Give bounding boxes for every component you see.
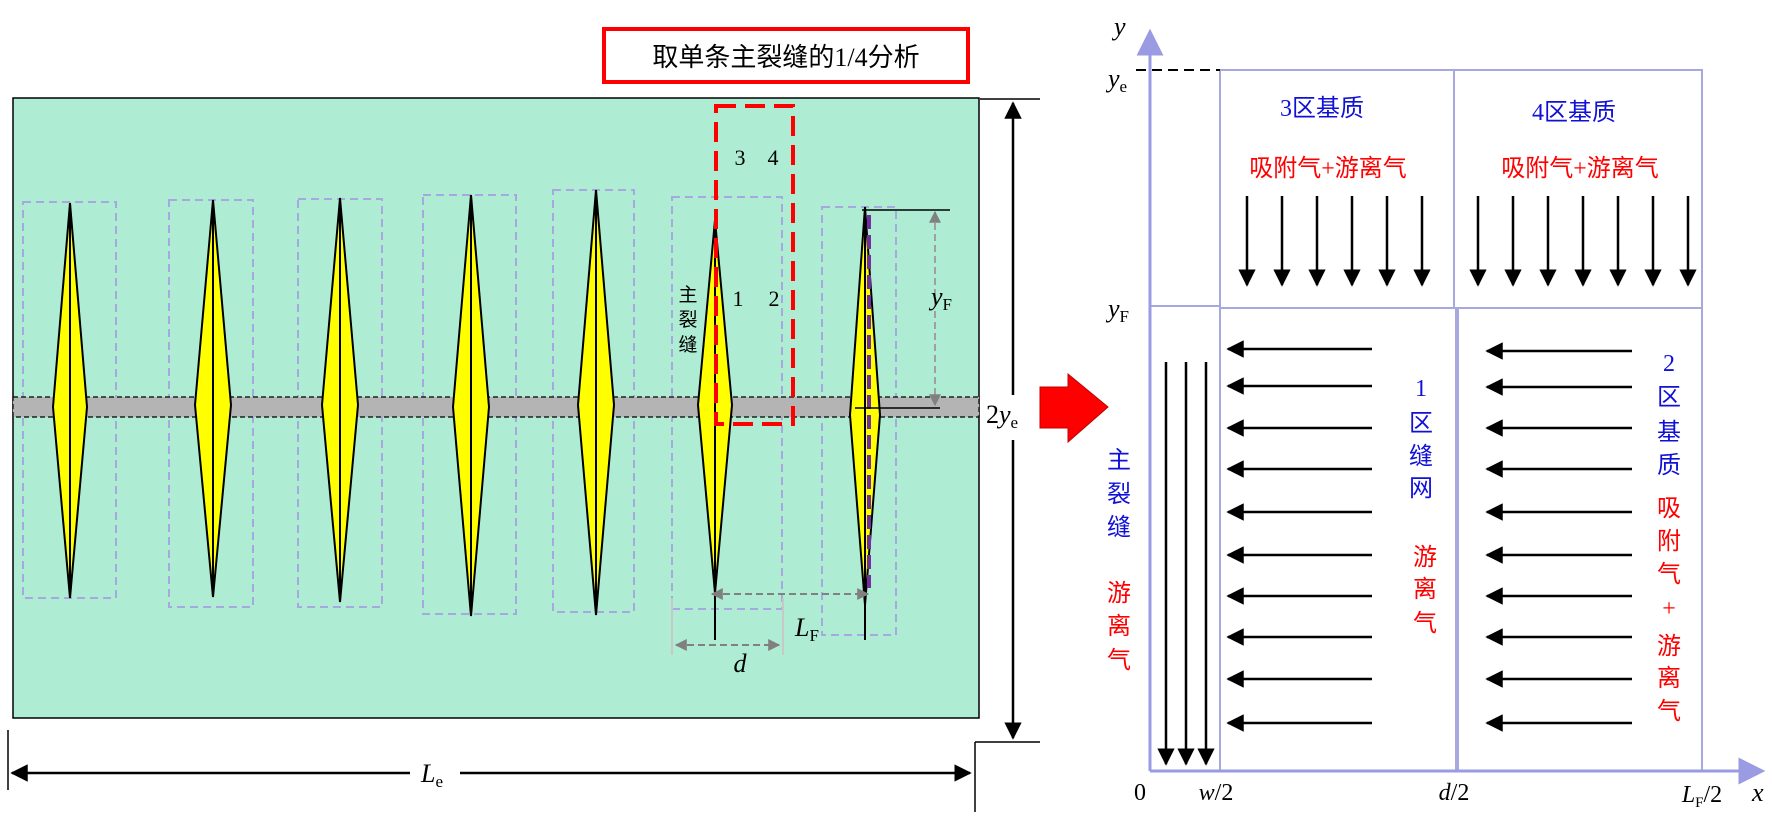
zone2-gas: 吸 附 气 + 游 离 气 <box>1657 496 1681 725</box>
fracture-4 <box>451 194 491 617</box>
svg-text:裂: 裂 <box>1107 481 1131 508</box>
zone3-flow-arrows <box>1238 196 1431 287</box>
fracture-5 <box>576 189 616 616</box>
Le-label: Le <box>420 759 443 791</box>
LF-label: LF <box>794 613 819 645</box>
zone2-title: 2 区 基 质 <box>1657 351 1681 479</box>
svg-text:气: 气 <box>1657 561 1681 588</box>
svg-text:裂: 裂 <box>678 309 697 331</box>
svg-text:网: 网 <box>1409 476 1433 502</box>
zone4-gas: 吸附气+游离气 <box>1501 155 1659 182</box>
quarter-label-2: 2 <box>769 286 780 311</box>
tick-d2: d/2 <box>1439 780 1470 806</box>
fracture-3 <box>320 197 360 603</box>
annotation-box <box>602 27 970 84</box>
tick-origin: 0 <box>1134 780 1146 806</box>
svg-text:气: 气 <box>1657 698 1681 725</box>
fractures <box>51 189 882 640</box>
wellbore <box>12 396 980 418</box>
svg-text:基: 基 <box>1657 419 1681 446</box>
svg-text:区: 区 <box>1409 411 1433 437</box>
main-fracture-flow-arrows <box>1157 362 1215 766</box>
stimulated-region-7 <box>821 206 897 636</box>
svg-text:质: 质 <box>1657 452 1681 479</box>
svg-text:缝: 缝 <box>1409 443 1433 470</box>
svg-text:缝: 缝 <box>1107 514 1131 541</box>
main-fracture-gas: 游 离 气 <box>1107 580 1131 674</box>
ye-label: 2ye <box>986 400 1018 432</box>
left-panel: 取单条主裂缝的1/4分析 <box>7 27 1040 812</box>
zone3-title: 3区基质 <box>1280 95 1364 122</box>
svg-text:主: 主 <box>1107 447 1131 474</box>
zone4-flow-arrows <box>1469 196 1697 287</box>
zone1-title: 1 区 缝 网 <box>1409 376 1433 502</box>
zone2-flow-arrows <box>1485 342 1632 732</box>
main-fracture-title: 主 裂 缝 <box>1107 447 1131 541</box>
svg-text:离: 离 <box>1657 665 1681 692</box>
quarter-label-3: 3 <box>735 145 746 170</box>
svg-text:游: 游 <box>1657 633 1681 660</box>
right-panel: y x ye yF 0 w/2 d/2 LF/2 3区基质 吸附气+游离气 4区… <box>1105 12 1766 811</box>
yF-label: yF <box>928 282 952 314</box>
svg-text:+: + <box>1662 596 1676 622</box>
zone1-flow-arrows <box>1226 340 1372 732</box>
svg-text:游: 游 <box>1413 544 1437 571</box>
fracture-1 <box>51 202 89 599</box>
fracture-7 <box>848 206 882 640</box>
axis-x-label: x <box>1751 778 1764 807</box>
annotation-text: 取单条主裂缝的1/4分析 <box>652 43 919 72</box>
tick-w2: w/2 <box>1199 780 1234 806</box>
svg-text:区: 区 <box>1657 385 1681 411</box>
axis-y-label: y <box>1111 12 1126 41</box>
svg-text:附: 附 <box>1657 528 1681 555</box>
fracture-2 <box>193 199 233 598</box>
transition-arrow <box>1039 372 1109 444</box>
svg-text:缝: 缝 <box>678 334 697 356</box>
quarter-analysis-region <box>714 104 795 426</box>
svg-text:离: 离 <box>1107 613 1131 640</box>
svg-text:2: 2 <box>1663 351 1675 377</box>
quarter-label-4: 4 <box>768 145 779 170</box>
zone1-gas: 游 离 气 <box>1413 544 1437 637</box>
svg-text:主: 主 <box>678 284 697 306</box>
zone3-gas: 吸附气+游离气 <box>1249 155 1407 182</box>
svg-text:离: 离 <box>1413 576 1437 603</box>
svg-text:气: 气 <box>1413 610 1437 637</box>
zone4-title: 4区基质 <box>1532 99 1616 126</box>
tick-yF: yF <box>1105 294 1129 326</box>
quarter-label-1: 1 <box>733 286 744 311</box>
d-label: d <box>734 649 748 678</box>
tick-LF2: LF/2 <box>1681 782 1722 811</box>
svg-text:1: 1 <box>1415 376 1427 402</box>
tick-ye: ye <box>1105 64 1127 96</box>
svg-text:气: 气 <box>1107 647 1131 674</box>
svg-text:吸: 吸 <box>1657 496 1681 522</box>
svg-text:游: 游 <box>1107 580 1131 607</box>
main-fracture-label: 主 裂 缝 <box>678 284 697 356</box>
